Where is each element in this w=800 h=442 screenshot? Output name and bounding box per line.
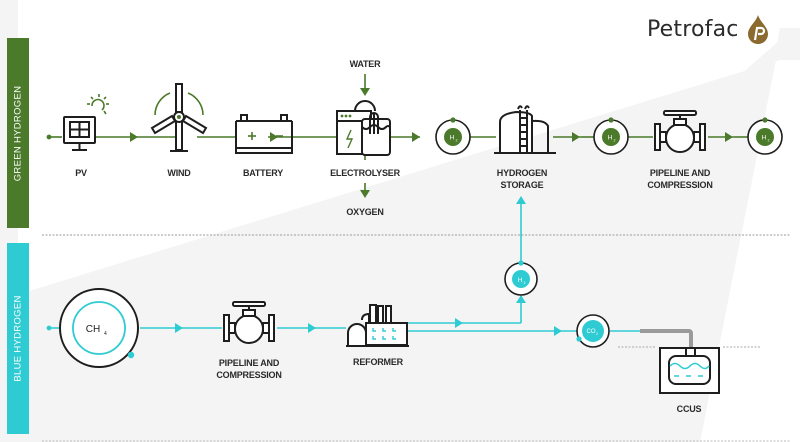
stage-label-reformer: REFORMER [353, 357, 403, 367]
stage-label-ccus: CCUS [676, 404, 702, 414]
h2-subscript: 2 [768, 139, 770, 143]
stage-label-wind: WIND [167, 168, 191, 178]
pipeline-label-line2: COMPRESSION [216, 370, 282, 380]
brand-name: Petrofac [647, 16, 739, 42]
petrofac-logo: Petrofac [647, 14, 769, 44]
water-arrowhead [360, 88, 370, 96]
ccus-liquid [669, 362, 710, 377]
reformer-windows [372, 328, 396, 340]
battery-icon [235, 114, 293, 154]
oxygen-arrowhead [360, 190, 370, 198]
blue-hydrogen-band: BLUE HYDROGEN [7, 243, 29, 434]
ch4-label: CH [86, 324, 100, 335]
co2-subscript: 2 [596, 332, 598, 336]
h2-label: H [450, 135, 455, 142]
green-arrows [130, 132, 733, 142]
input-label-water: WATER [349, 59, 381, 69]
stage-label-pipeline-blue: PIPELINE AND COMPRESSION [216, 357, 282, 381]
storage-label-line2: STORAGE [500, 180, 544, 190]
wind-turbine-icon [150, 83, 208, 152]
blue-h2-label: H [518, 278, 522, 284]
pipeline-label-line1: PIPELINE AND [649, 168, 711, 178]
h2-molecule-icon: H 2 [504, 260, 538, 296]
ch4-molecule-icon: CH 4 [59, 288, 139, 368]
oil-drop-p-icon [747, 15, 768, 44]
stage-label-pipeline-green: PIPELINE AND COMPRESSION [647, 167, 713, 191]
solar-panel-icon [63, 116, 96, 151]
co2-molecule-icon: CO 2 [576, 314, 610, 348]
ch4-subscript: 4 [104, 331, 107, 337]
pipeline-valve-icon [223, 301, 275, 344]
h2-label: H [762, 135, 767, 142]
blue-flow-line [46, 197, 640, 332]
storage-label-line1: HYDROGEN [496, 168, 548, 178]
h2-subscript: 2 [456, 139, 458, 143]
ccus-storage-icon [659, 347, 720, 394]
green-hydrogen-band: GREEN HYDROGEN [7, 38, 29, 228]
output-label-oxygen: OXYGEN [346, 207, 384, 217]
electrolyser-icon [336, 100, 391, 156]
stage-label-battery: BATTERY [242, 168, 284, 178]
reformer-plant-icon [346, 304, 409, 347]
h2-subscript: 2 [614, 139, 616, 143]
electrolyser-details [340, 114, 354, 149]
blue-h2-subscript: 2 [524, 281, 526, 285]
battery-terminals [248, 132, 283, 140]
pipeline-valve-icon [654, 110, 706, 153]
stage-label-electrolyser: ELECTROLYSER [330, 168, 400, 178]
pipeline-label-line1: PIPELINE AND [218, 358, 280, 368]
stage-label-storage: HYDROGEN STORAGE [496, 167, 548, 191]
ccus-pipe [640, 329, 693, 348]
blue-arrows [175, 196, 562, 336]
green-flow-line [46, 134, 748, 140]
storage-tank-icon [494, 105, 556, 154]
h2-label: H [608, 135, 613, 142]
stage-label-pv: PV [75, 168, 87, 178]
sun-icon [87, 94, 109, 115]
co2-label: CO [587, 329, 596, 335]
wind-arc-icon [154, 92, 204, 116]
pipeline-label-line2: COMPRESSION [647, 180, 713, 190]
